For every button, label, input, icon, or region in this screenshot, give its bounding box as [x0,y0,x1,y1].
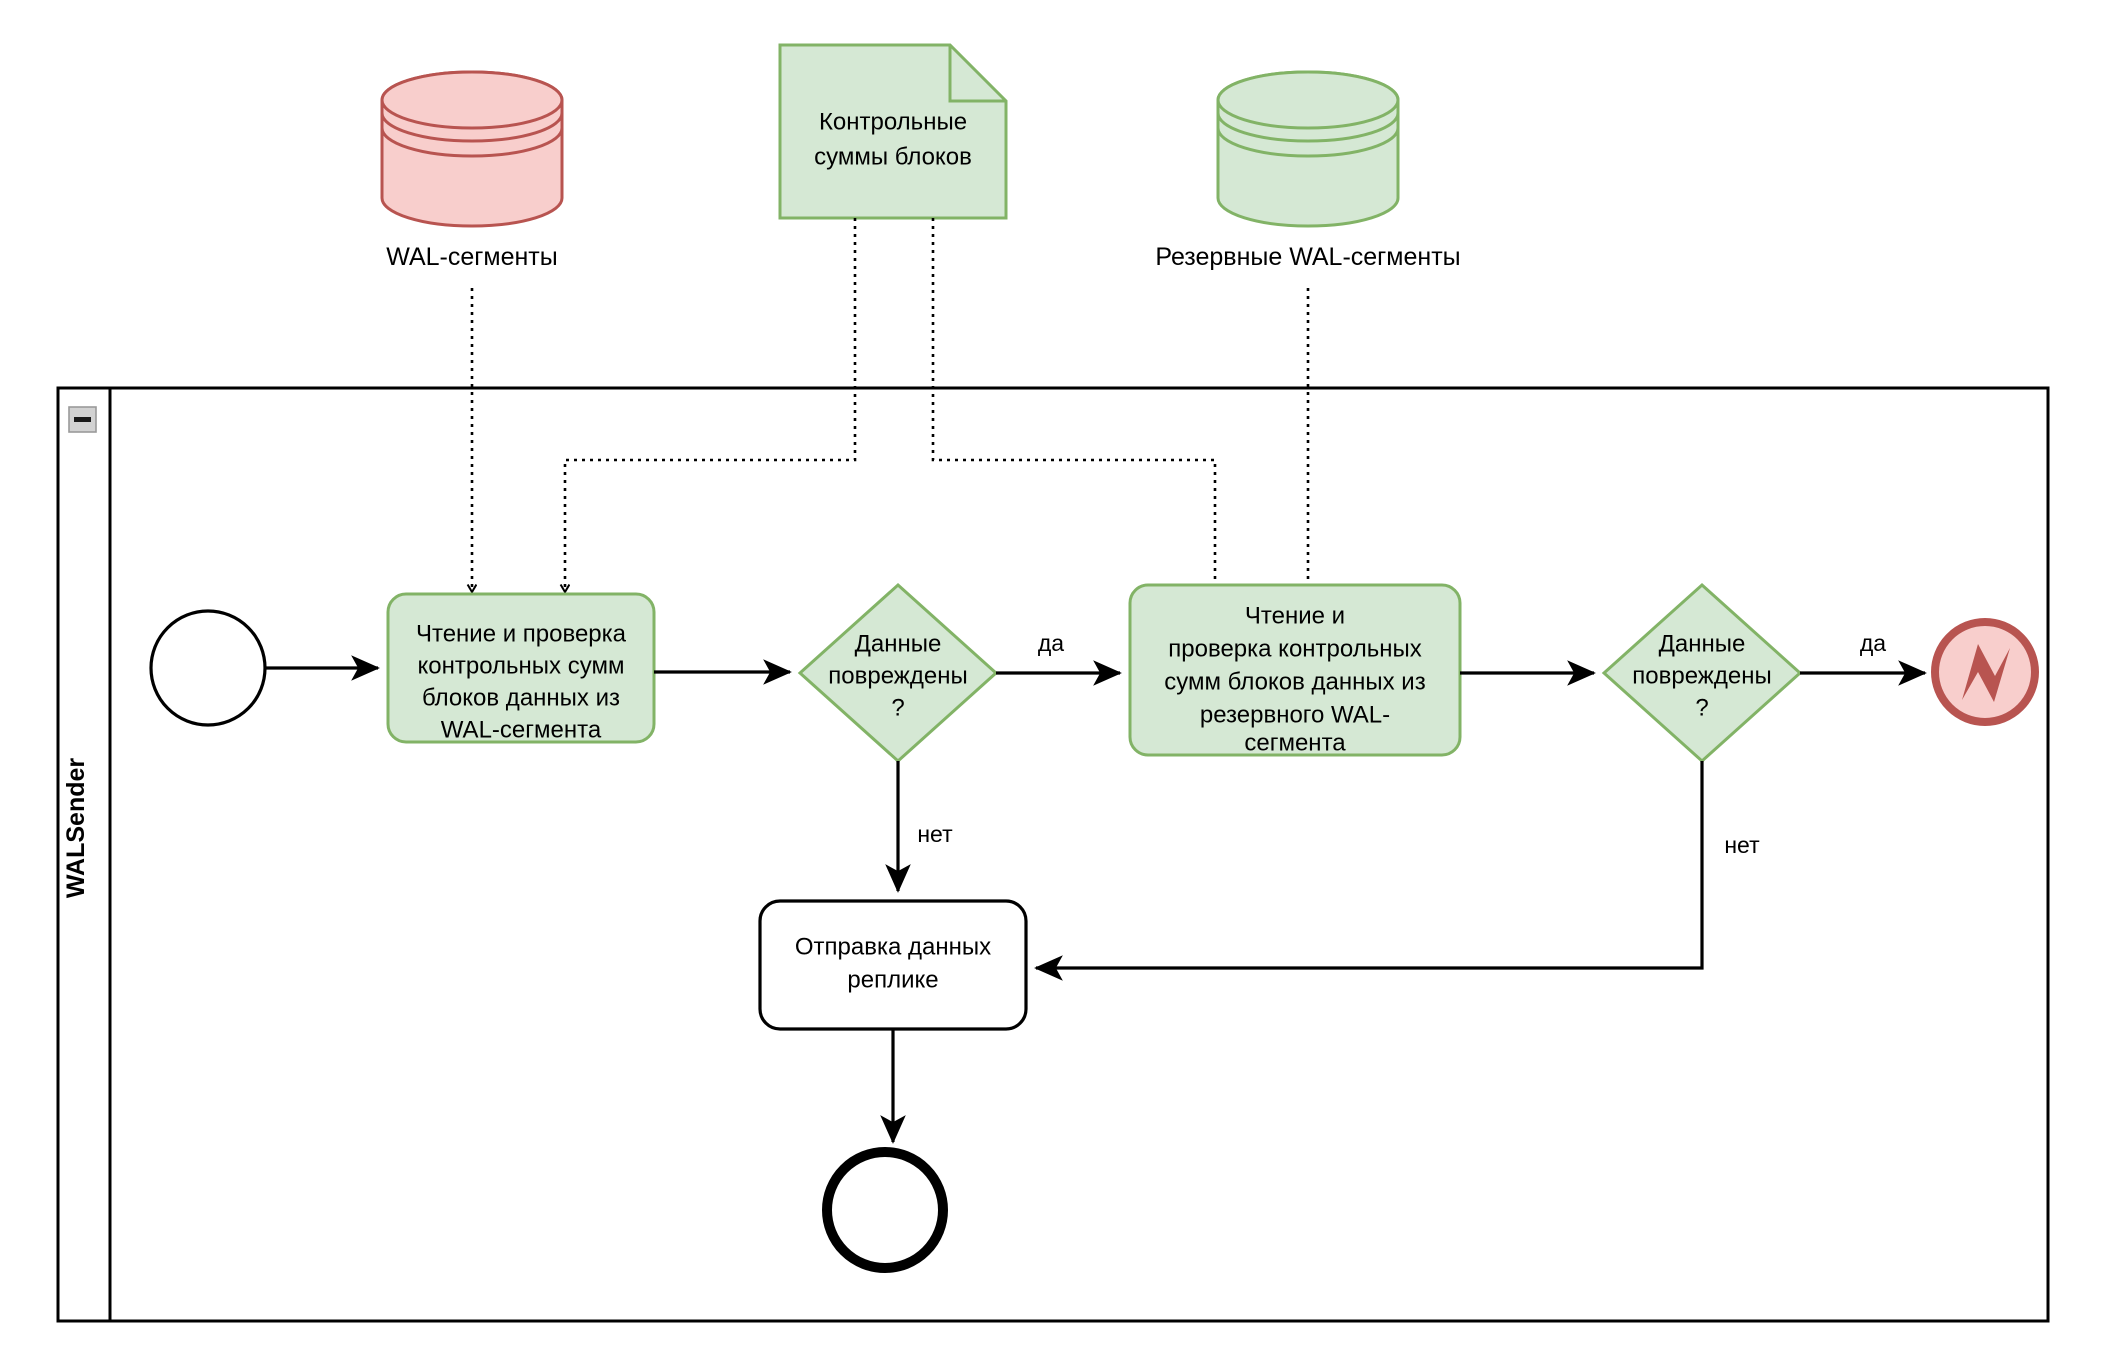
task-read-backup-line-2: проверка контрольных [1168,635,1421,662]
task-read-wal-line-2: контрольных сумм [418,652,625,679]
data-object-line-1: Контрольные [819,108,967,135]
lightning-bolt-icon [1962,644,2010,702]
gateway-corrupt-1-line-1: Данные [855,630,942,657]
gateway-corrupt-1-line-3: ? [891,694,904,721]
gateway-corrupt-2-line-2: повреждены [1632,662,1771,689]
edge-label-gateway2-no: нет [1724,832,1760,858]
data-store-backup-wal-segments-caption: Резервные WAL-сегменты [1155,243,1460,271]
start-event[interactable] [149,609,267,727]
task-read-backup-wal[interactable]: Чтение и проверка контрольных сумм блоко… [1128,583,1462,757]
task-read-backup-line-1: Чтение и [1245,602,1345,629]
data-store-backup-wal-segments[interactable]: Резервные WAL-сегменты [1155,70,1461,271]
pool-header-lane [56,386,112,1323]
gateway-corrupt-2-line-3: ? [1695,694,1708,721]
end-event[interactable] [822,1147,948,1273]
data-object-block-checksums[interactable]: Контрольные суммы блоков [778,43,1008,220]
assoc-checksums-to-task1 [565,218,857,592]
edge-label-gateway1-no: нет [917,821,953,847]
gateway-corrupt-1[interactable]: Данные повреждены ? [797,582,999,764]
task-read-wal-line-1: Чтение и проверка [416,620,627,647]
gateway-corrupt-2-line-1: Данные [1659,630,1746,657]
task-read-wal-line-4: WAL-сегмента [441,716,602,743]
task-read-wal-line-3: блоков данных из [422,684,620,711]
minus-box-icon[interactable] [68,406,97,433]
task-send-data-line-1: Отправка данных [795,933,991,960]
task-send-data-line-2: реплике [847,966,938,993]
gateway-corrupt-1-line-2: повреждены [828,662,967,689]
data-store-wal-segments-caption: WAL-сегменты [386,243,557,271]
gateway-corrupt-2[interactable]: Данные повреждены ? [1601,582,1803,764]
task-read-wal[interactable]: Чтение и проверка контрольных сумм блоко… [386,592,656,744]
flow-gateway2-no-to-send [1034,761,1704,981]
error-end-event[interactable] [1931,618,2039,726]
task-read-backup-line-4: резервного WAL- [1200,701,1390,728]
pool-title: WALSender [62,758,90,899]
task-send-data[interactable]: Отправка данных реплике [758,899,1028,1031]
pool-walsender[interactable]: WALSender [56,386,2050,1323]
edge-label-gateway1-yes: да [1038,630,1064,656]
assoc-checksums-to-task2 [931,218,1215,592]
data-store-wal-segments[interactable]: WAL-сегменты [380,70,564,271]
data-object-line-2: суммы блоков [814,143,972,170]
task-read-backup-line-3: сумм блоков данных из [1164,668,1425,695]
task-read-backup-line-5: сегмента [1244,729,1346,756]
edge-label-gateway2-yes: да [1860,630,1886,656]
